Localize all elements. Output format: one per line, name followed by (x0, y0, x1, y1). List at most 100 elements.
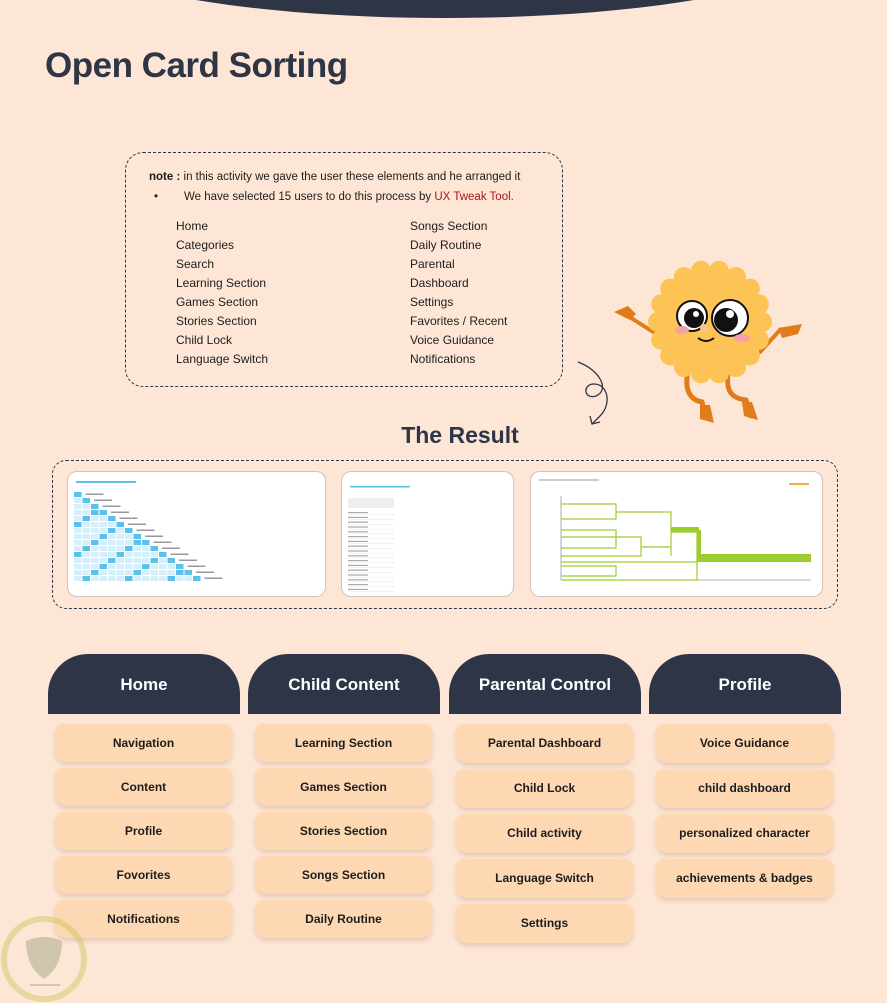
matrix-cell (91, 540, 99, 545)
table-row (348, 526, 368, 527)
matrix-cell (91, 546, 99, 551)
card-item: Learning Section (255, 724, 432, 762)
matrix-cell (100, 576, 108, 581)
matrix-cell (134, 570, 142, 575)
matrix-cell (125, 528, 133, 533)
categories-table-thumbnail[interactable] (341, 471, 514, 597)
table-row (348, 589, 368, 590)
matrix-cell (134, 564, 142, 569)
matrix-cell (83, 534, 91, 539)
element-item: Dashboard (410, 274, 507, 293)
matrix-cell (83, 570, 91, 575)
matrix-cell (125, 540, 133, 545)
matrix-cell (100, 540, 108, 545)
table-row (348, 555, 368, 556)
table-row (348, 570, 368, 571)
categories-table-image (342, 472, 513, 596)
matrix-cell (125, 558, 133, 563)
matrix-label (94, 500, 112, 502)
matrix-cell (193, 576, 201, 581)
card-item: Parental Dashboard (456, 724, 633, 763)
category-header-0: Home (48, 654, 240, 714)
matrix-cell (176, 570, 184, 575)
table-row (348, 546, 368, 547)
dendrogram-thumbnail[interactable] (530, 471, 823, 597)
matrix-cell (83, 552, 91, 557)
card-item: Games Section (255, 768, 432, 806)
matrix-cell (83, 504, 91, 509)
matrix-cell (117, 564, 125, 569)
matrix-label (111, 512, 129, 514)
element-item: Voice Guidance (410, 331, 507, 350)
matrix-cell (74, 528, 82, 533)
matrix-cell (91, 576, 99, 581)
matrix-label (205, 578, 223, 580)
matrix-cell (168, 570, 176, 575)
card-item: Songs Section (255, 856, 432, 894)
table-row (348, 574, 368, 575)
matrix-cell (125, 570, 133, 575)
matrix-cell (125, 564, 133, 569)
matrix-cell (100, 534, 108, 539)
matrix-cell (100, 522, 108, 527)
matrix-label (162, 548, 180, 550)
element-item: Favorites / Recent (410, 312, 507, 331)
matrix-cell (134, 558, 142, 563)
matrix-label (103, 506, 121, 508)
matrix-label (154, 542, 172, 544)
users-body: We have selected 15 users to do this pro… (184, 191, 434, 203)
dendrogram-image (531, 472, 822, 596)
table-row (348, 531, 368, 532)
watermark-logo (0, 915, 88, 1003)
element-item: Songs Section (410, 217, 507, 236)
element-item: Games Section (176, 293, 268, 312)
matrix-cell (151, 552, 159, 557)
matrix-cell (108, 576, 116, 581)
matrix-cell (91, 552, 99, 557)
element-item: Notifications (410, 350, 507, 369)
matrix-cell (168, 576, 176, 581)
matrix-cell (74, 534, 82, 539)
matrix-cell (100, 510, 108, 515)
table-row (348, 536, 368, 537)
card-item: Daily Routine (255, 900, 432, 938)
note-body: in this activity we gave the user these … (180, 171, 520, 183)
matrix-cell (134, 576, 142, 581)
matrix-cell (142, 564, 150, 569)
matrix-cell (74, 516, 82, 521)
matrix-cell (142, 552, 150, 557)
matrix-cell (117, 576, 125, 581)
matrix-label (188, 566, 206, 568)
matrix-cell (117, 552, 125, 557)
matrix-cell (176, 576, 184, 581)
note-label: note : (149, 171, 180, 183)
matrix-cell (117, 546, 125, 551)
matrix-cell (100, 558, 108, 563)
matrix-cell (151, 564, 159, 569)
matrix-cell (91, 528, 99, 533)
table-row (348, 560, 368, 561)
matrix-cell (176, 564, 184, 569)
matrix-cell (108, 546, 116, 551)
element-item: Language Switch (176, 350, 268, 369)
matrix-cell (100, 516, 108, 521)
similarity-matrix-thumbnail[interactable] (67, 471, 326, 597)
matrix-cell (91, 522, 99, 527)
matrix-cell (134, 546, 142, 551)
matrix-cell (83, 510, 91, 515)
matrix-label (86, 494, 104, 496)
matrix-cell (74, 576, 82, 581)
matrix-cell (91, 534, 99, 539)
note-box: note : in this activity we gave the user… (125, 152, 563, 387)
table-row (348, 541, 368, 542)
matrix-label (179, 560, 197, 562)
matrix-cell (100, 564, 108, 569)
matrix-cell (117, 522, 125, 527)
matrix-cell (100, 552, 108, 557)
similarity-matrix-image (68, 472, 325, 596)
matrix-cell (74, 552, 82, 557)
table-row (348, 512, 368, 513)
card-item: Stories Section (255, 812, 432, 850)
card-item: Settings (456, 904, 633, 943)
